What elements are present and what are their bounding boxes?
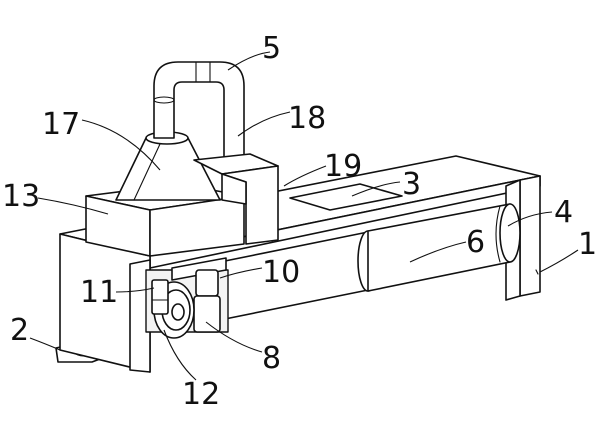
leader-lines <box>29 51 579 381</box>
label-2: 2 <box>10 313 29 348</box>
label-6: 6 <box>466 225 485 260</box>
reference-labels: 5 18 17 19 3 13 4 6 1 10 11 2 8 12 <box>2 31 597 412</box>
label-19: 19 <box>324 149 362 184</box>
label-1: 1 <box>578 227 597 262</box>
label-10: 10 <box>262 255 300 290</box>
drive-assembly <box>145 257 229 339</box>
label-3: 3 <box>402 167 421 202</box>
label-12: 12 <box>182 377 220 412</box>
label-18: 18 <box>288 101 326 136</box>
label-8: 8 <box>262 341 281 376</box>
label-11: 11 <box>80 275 118 310</box>
label-5: 5 <box>262 31 281 66</box>
label-13: 13 <box>2 179 40 214</box>
roller-drum <box>219 203 521 321</box>
chute-plate <box>289 183 403 211</box>
label-17: 17 <box>42 107 80 142</box>
collector-box <box>193 153 279 245</box>
label-4: 4 <box>554 195 573 230</box>
